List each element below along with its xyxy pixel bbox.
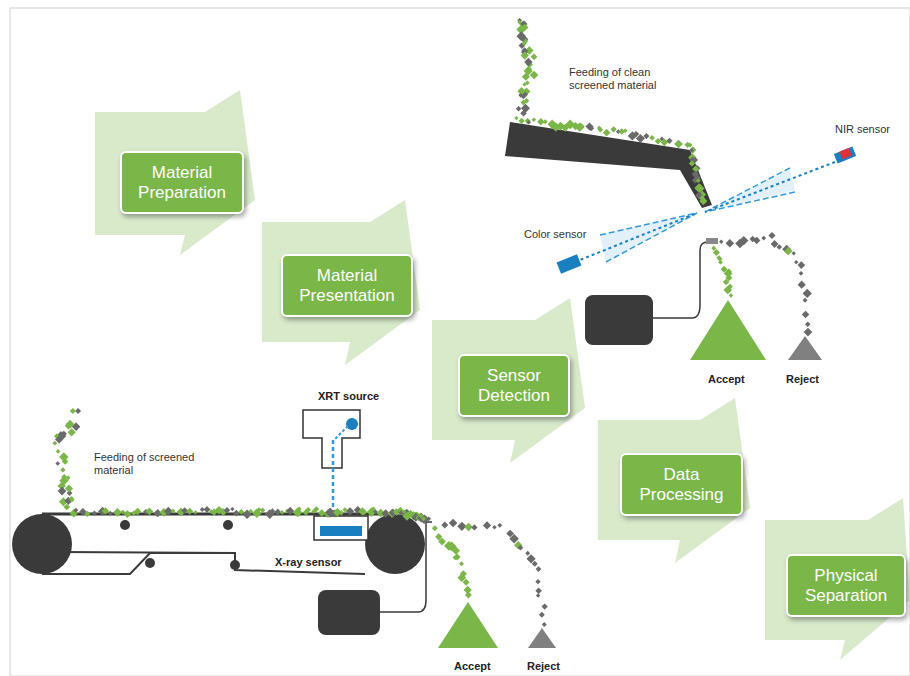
step-box: Data Processing: [620, 453, 743, 516]
part-label: Accept: [708, 373, 758, 386]
step-title: Material Presentation: [291, 266, 403, 306]
part-label: X-ray sensor: [275, 556, 355, 569]
step-title: Sensor Detection: [468, 366, 560, 406]
part-label: Color sensor: [524, 228, 604, 241]
step-title: Data Processing: [630, 465, 733, 505]
step-box: Physical Separation: [786, 554, 906, 617]
part-label: NIR sensor: [835, 123, 905, 136]
nir-sensor: [705, 147, 856, 212]
step-title: Physical Separation: [796, 566, 896, 606]
part-label: Reject: [527, 660, 577, 673]
step-box: Sensor Detection: [458, 354, 570, 417]
part-label: Feeding of clean screened material: [569, 66, 689, 92]
step-box: Material Presentation: [281, 254, 413, 317]
color-sensor: [557, 213, 697, 274]
xrt-source: [303, 410, 360, 528]
part-label: Feeding of screened material: [94, 451, 224, 477]
step-box: Material Preparation: [120, 151, 244, 214]
part-label: Accept: [454, 660, 504, 673]
part-label: XRT source: [318, 390, 398, 403]
conveyor: [12, 514, 425, 574]
part-label: Reject: [786, 373, 836, 386]
step-chevrons: [95, 90, 910, 660]
step-title: Material Preparation: [130, 163, 234, 203]
